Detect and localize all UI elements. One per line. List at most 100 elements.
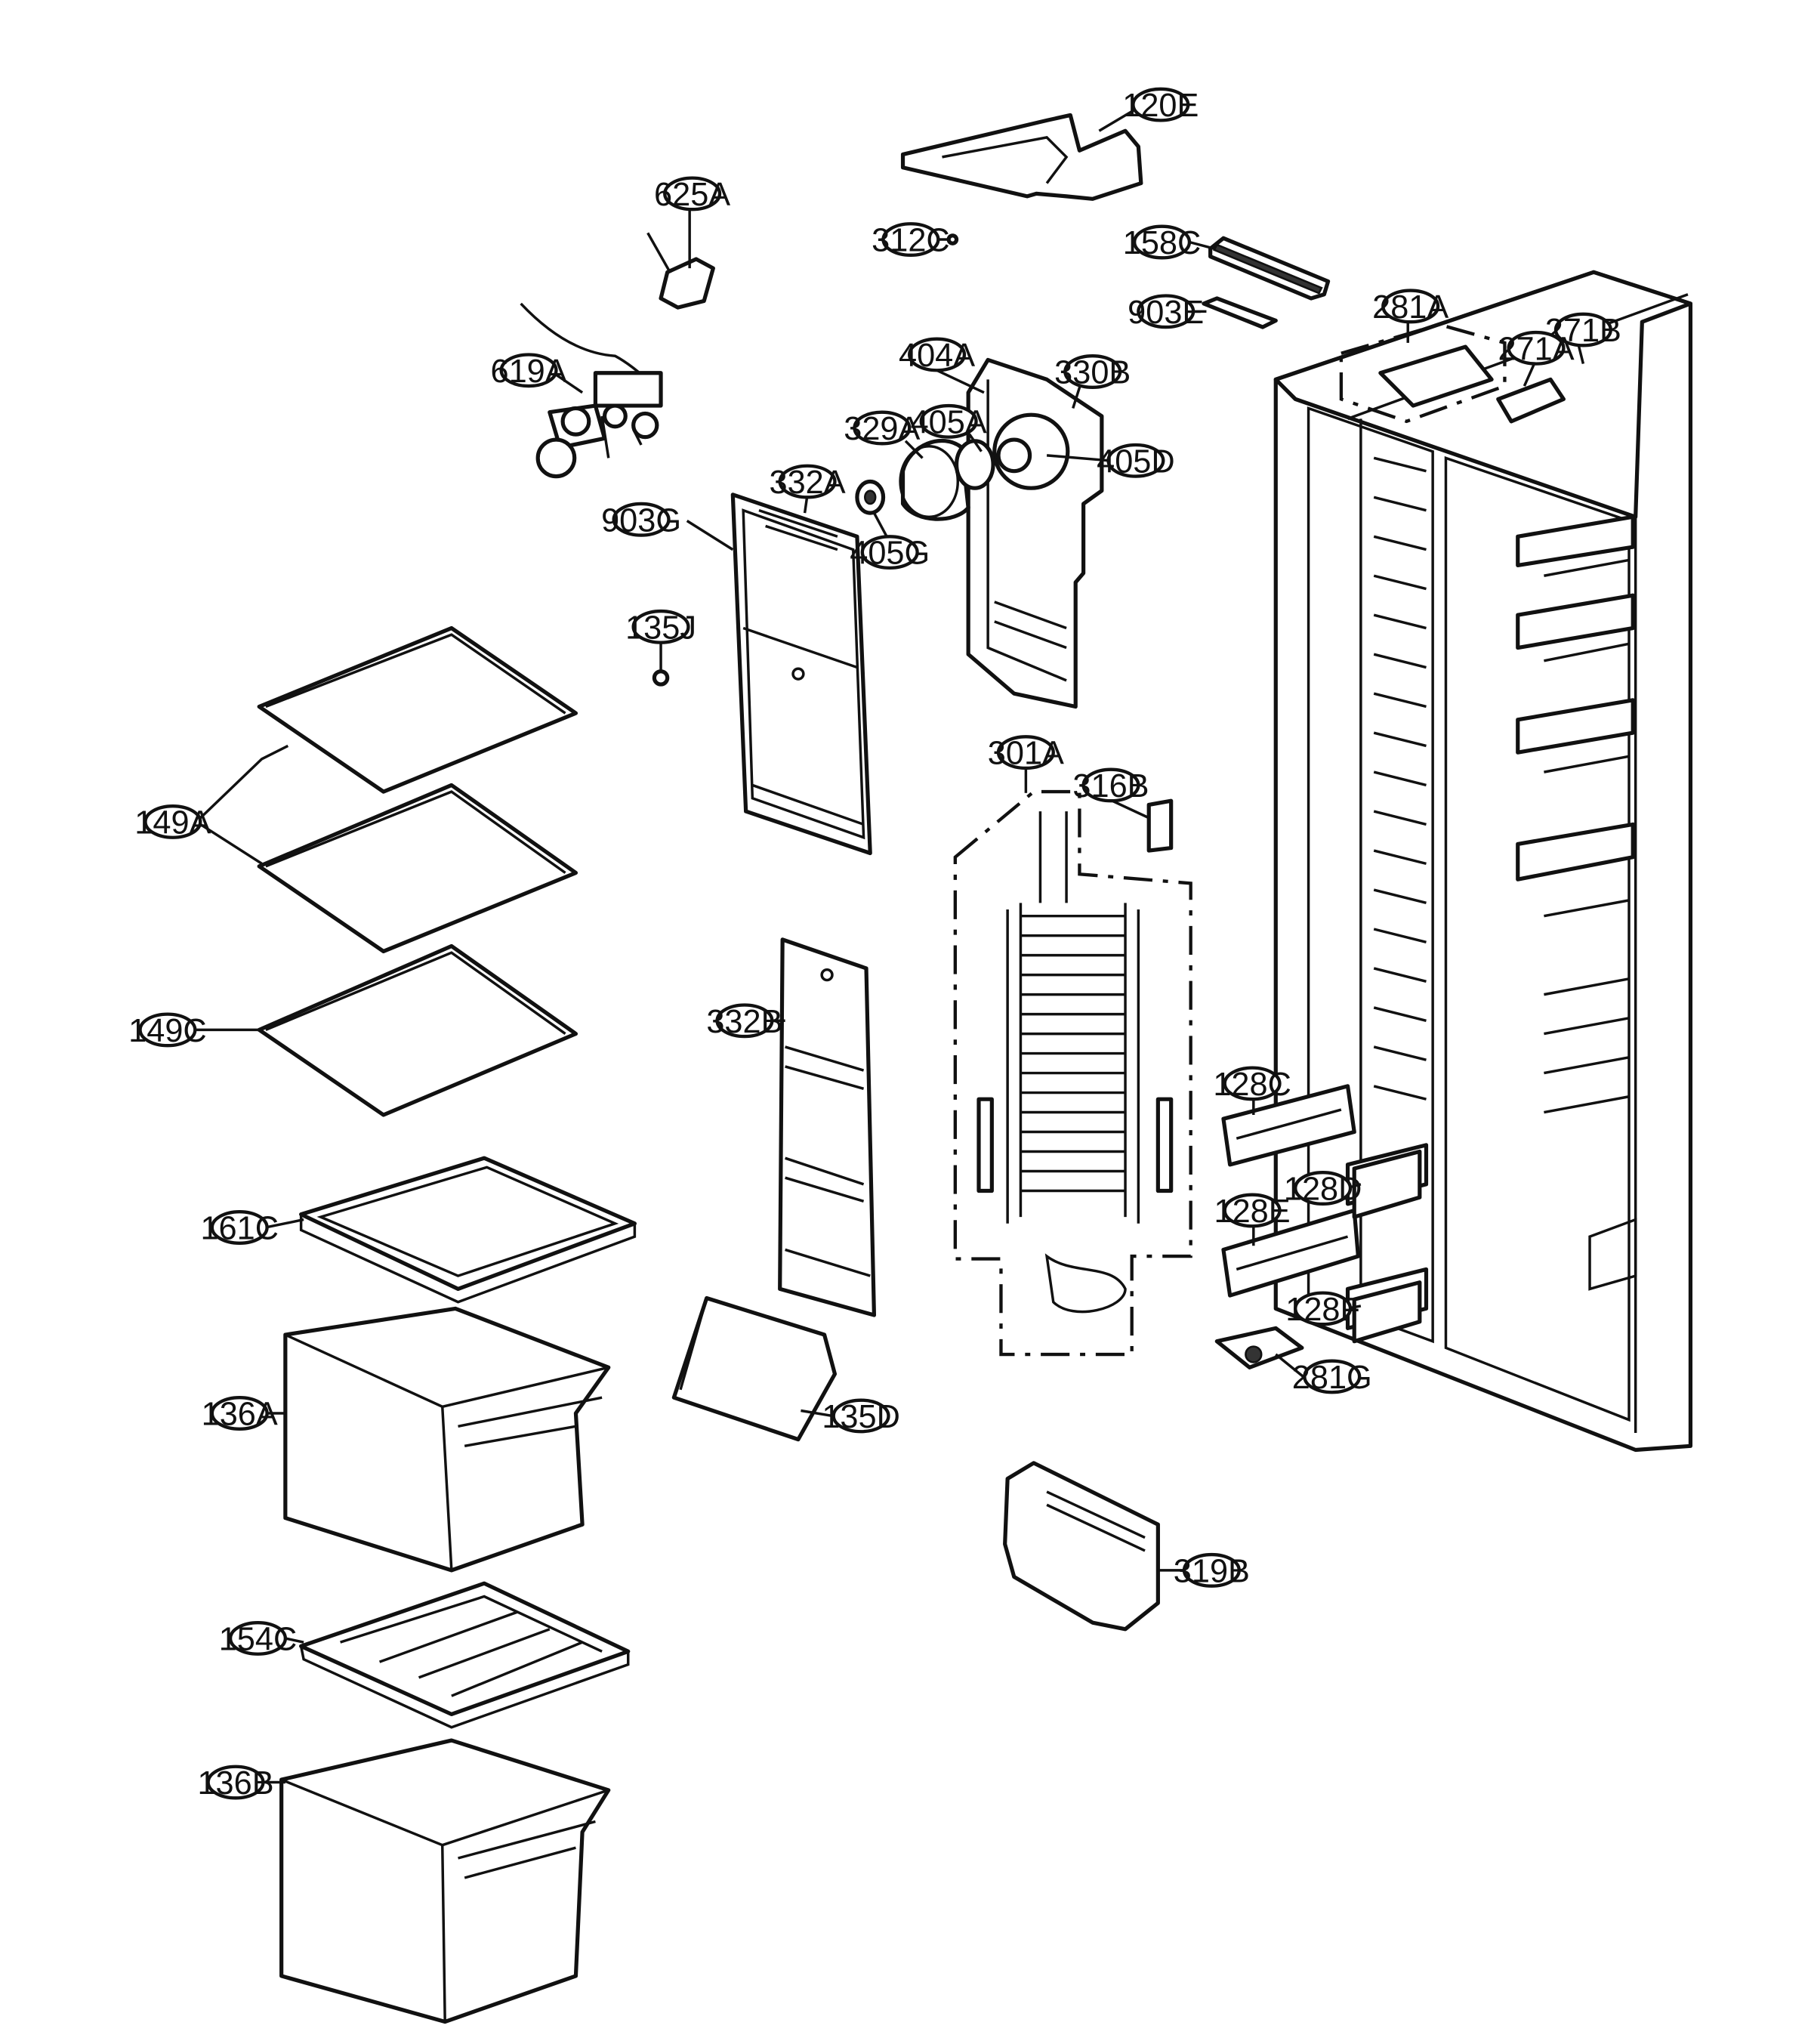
callout-158c[interactable]: 158C xyxy=(1123,224,1202,261)
callout-301a[interactable]: 301A xyxy=(988,735,1064,772)
callout-903g[interactable]: 903G xyxy=(601,502,681,539)
sensor-281g xyxy=(1214,1326,1304,1369)
crisper-cover-154c xyxy=(299,1581,631,1729)
svg-text:619A: 619A xyxy=(491,354,567,390)
leader-lines xyxy=(195,109,1585,1784)
callout-136a[interactable]: 136A xyxy=(202,1396,278,1433)
svg-text:128D: 128D xyxy=(1284,1172,1362,1208)
svg-text:329A: 329A xyxy=(844,411,920,447)
svg-text:404A: 404A xyxy=(899,338,975,374)
callout-128f[interactable]: 128F xyxy=(1285,1291,1360,1328)
callouts: 120E 625A 312C 158C 903E 281A 271B 271A … xyxy=(128,87,1621,1802)
svg-text:161C: 161C xyxy=(200,1211,279,1247)
callout-332b[interactable]: 332B xyxy=(706,1003,782,1040)
callout-128d[interactable]: 128D xyxy=(1284,1171,1362,1208)
cabinet-top-bracket xyxy=(1339,323,1566,424)
callout-312c[interactable]: 312C xyxy=(872,222,950,259)
freezer-shelf-rails xyxy=(1373,456,1427,1101)
water-valve-619a xyxy=(520,302,663,479)
svg-text:135D: 135D xyxy=(822,1399,900,1435)
callout-405g[interactable]: 405G xyxy=(850,535,930,572)
top-duct-120e xyxy=(900,113,1143,201)
svg-text:330B: 330B xyxy=(1054,355,1131,391)
svg-text:149C: 149C xyxy=(128,1013,207,1049)
svg-text:281G: 281G xyxy=(1292,1360,1372,1396)
callout-136b[interactable]: 136B xyxy=(197,1765,274,1802)
svg-text:136A: 136A xyxy=(202,1397,278,1433)
fresh-food-shelf-rails xyxy=(1516,514,1635,1114)
cabinet xyxy=(1273,270,1693,1453)
svg-text:903G: 903G xyxy=(601,502,681,539)
evaporator-cover-332a xyxy=(686,492,872,856)
svg-text:316B: 316B xyxy=(1072,768,1149,804)
callout-281a[interactable]: 281A xyxy=(1372,289,1448,326)
crisper-cover-161c xyxy=(299,1156,637,1304)
svg-text:625A: 625A xyxy=(654,177,730,213)
svg-text:128E: 128E xyxy=(1214,1193,1291,1230)
svg-text:158C: 158C xyxy=(1123,225,1202,261)
svg-text:135J: 135J xyxy=(625,610,696,646)
fan-blade-329a xyxy=(899,438,970,521)
evaporator-coils xyxy=(1006,811,1140,1314)
callout-149c[interactable]: 149C xyxy=(128,1012,207,1049)
callout-154c[interactable]: 154C xyxy=(219,1621,298,1658)
rail-158c xyxy=(1208,236,1331,301)
cover-135d xyxy=(671,1295,838,1442)
shelf-149a-upper xyxy=(257,625,578,794)
label-903e xyxy=(1202,296,1278,329)
svg-text:903E: 903E xyxy=(1128,295,1204,331)
callout-135d[interactable]: 135D xyxy=(822,1398,900,1435)
svg-text:332A: 332A xyxy=(770,465,846,501)
rail-128e xyxy=(1221,1208,1361,1298)
svg-text:405A: 405A xyxy=(911,404,987,440)
callout-128c[interactable]: 128C xyxy=(1213,1066,1291,1103)
motor-405a xyxy=(954,439,995,490)
shelf-149a-lower xyxy=(257,783,578,954)
svg-text:332B: 332B xyxy=(706,1004,782,1040)
callout-329a[interactable]: 329A xyxy=(844,410,920,447)
bracket-625a xyxy=(646,232,715,310)
svg-text:128F: 128F xyxy=(1285,1292,1360,1328)
svg-text:136B: 136B xyxy=(197,1765,273,1802)
callout-161c[interactable]: 161C xyxy=(200,1210,279,1247)
svg-text:128C: 128C xyxy=(1213,1067,1291,1103)
svg-text:120E: 120E xyxy=(1122,88,1199,124)
callout-625a[interactable]: 625A xyxy=(654,176,730,213)
callout-120e[interactable]: 120E xyxy=(1122,87,1199,124)
svg-text:405G: 405G xyxy=(850,536,930,572)
svg-text:271A: 271A xyxy=(1498,331,1574,367)
callout-332a[interactable]: 332A xyxy=(770,464,846,501)
fan-shroud-330b xyxy=(966,357,1104,709)
callout-405d[interactable]: 405D xyxy=(1097,443,1175,480)
svg-text:149A: 149A xyxy=(134,805,211,841)
drawer-136b xyxy=(279,1738,611,2024)
rail-128c xyxy=(1221,1084,1356,1167)
plug-135j xyxy=(652,669,670,687)
roller-128d xyxy=(1352,1149,1422,1219)
callout-903e[interactable]: 903E xyxy=(1128,294,1204,331)
callout-135j[interactable]: 135J xyxy=(625,609,696,646)
svg-text:281A: 281A xyxy=(1372,289,1448,326)
drawer-136a xyxy=(283,1306,611,1573)
callout-281g[interactable]: 281G xyxy=(1292,1359,1372,1396)
drain-cover-319b xyxy=(1003,1461,1160,1632)
evaporator-301a xyxy=(953,789,1192,1357)
callout-271a[interactable]: 271A xyxy=(1498,330,1575,367)
callout-619a[interactable]: 619A xyxy=(491,353,567,390)
callout-316b[interactable]: 316B xyxy=(1072,767,1149,804)
svg-text:312C: 312C xyxy=(872,223,950,259)
callout-319b[interactable]: 319B xyxy=(1174,1552,1250,1589)
svg-text:319B: 319B xyxy=(1174,1553,1250,1589)
cover-332b xyxy=(778,937,877,1317)
callout-330b[interactable]: 330B xyxy=(1054,354,1131,391)
grommet-405g xyxy=(855,479,886,515)
callout-128e[interactable]: 128E xyxy=(1214,1193,1291,1230)
callout-149a[interactable]: 149A xyxy=(134,804,211,841)
callout-404a[interactable]: 404A xyxy=(899,337,975,374)
roller-128f xyxy=(1352,1280,1422,1344)
callout-405a[interactable]: 405A xyxy=(911,403,987,440)
svg-text:405D: 405D xyxy=(1097,443,1175,480)
shelf-149c xyxy=(257,943,578,1117)
svg-text:301A: 301A xyxy=(988,736,1064,772)
